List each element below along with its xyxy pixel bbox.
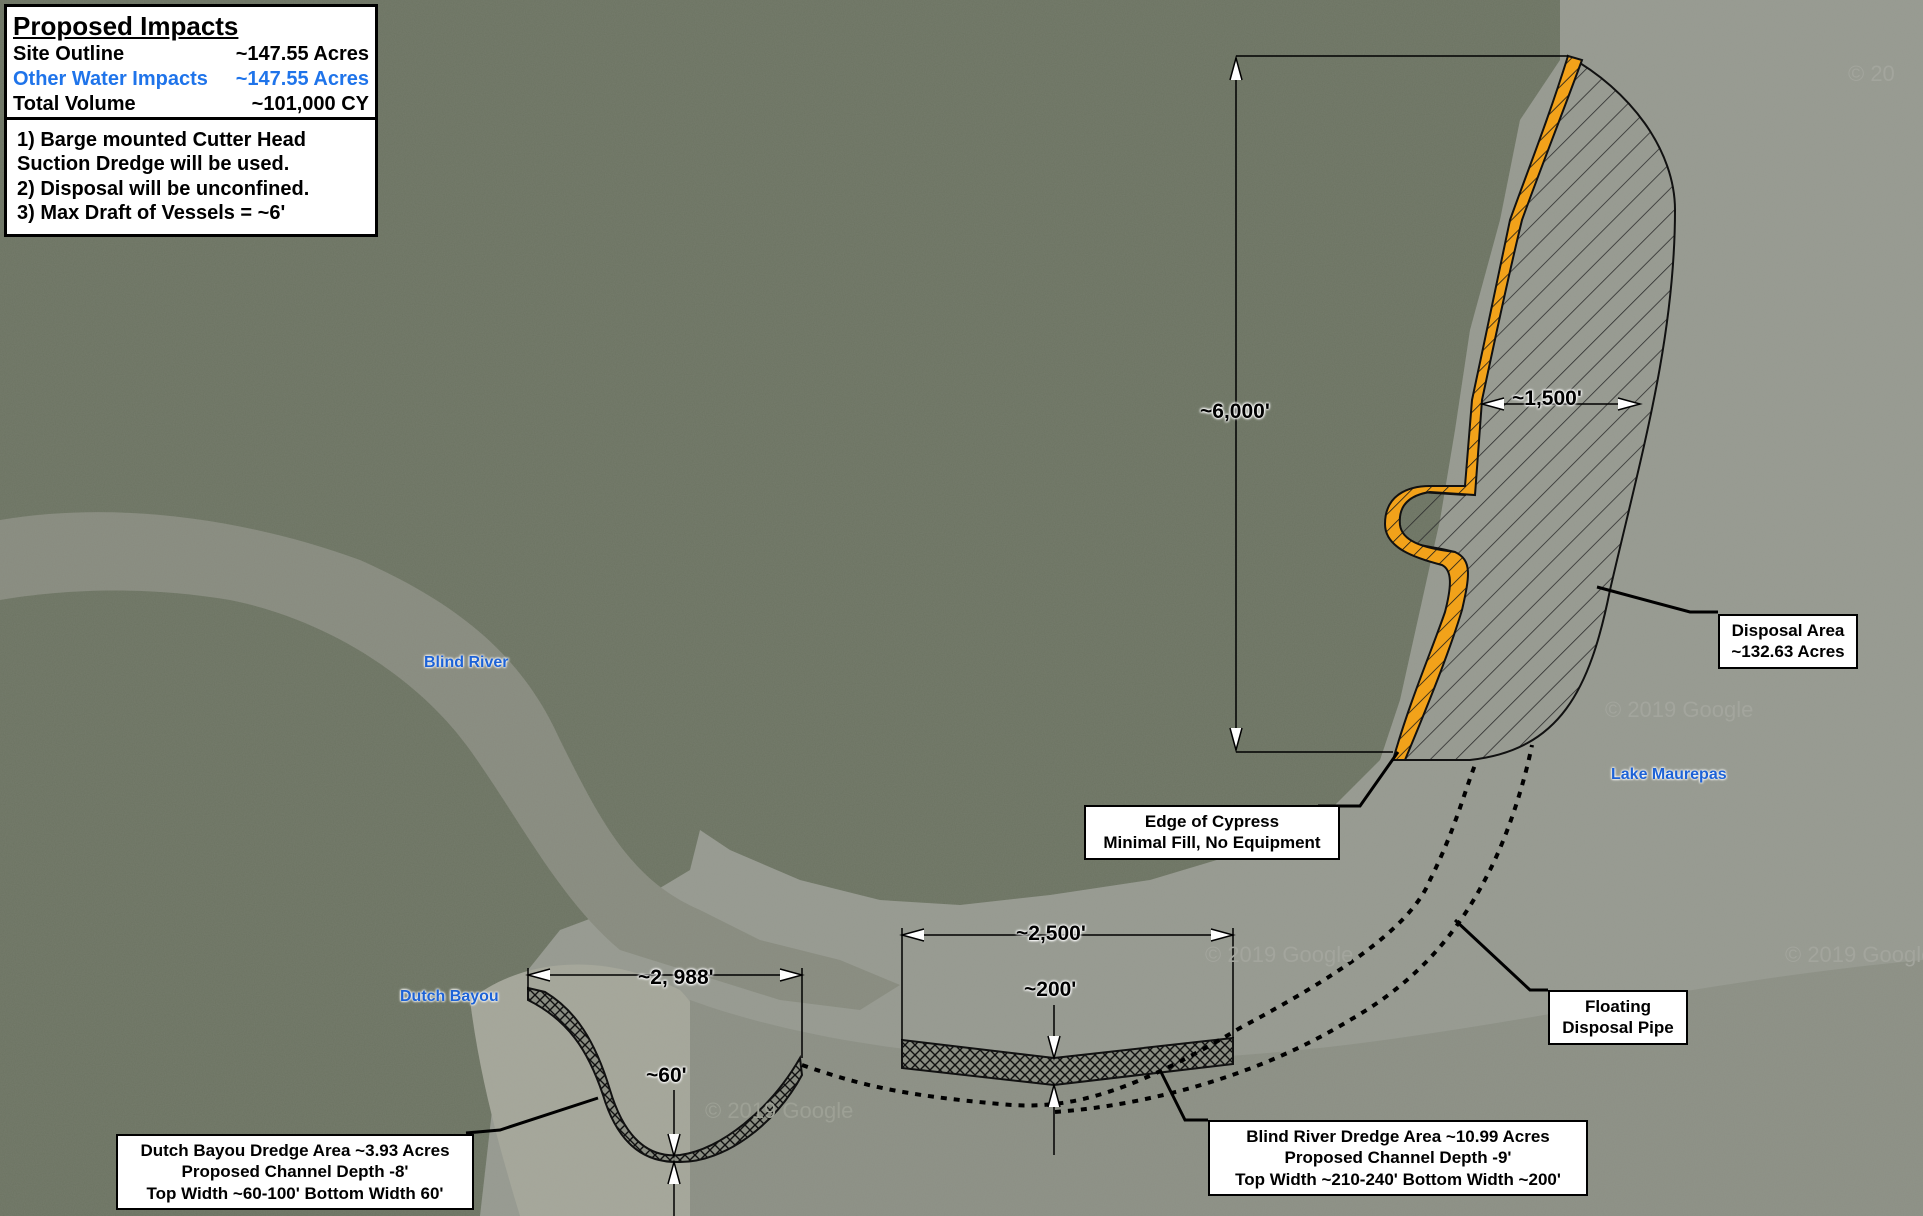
callout-line: Disposal Area <box>1731 621 1845 640</box>
watermark: © 2019 Google <box>1605 697 1753 722</box>
callout-line: Blind River Dredge Area ~10.99 Acres <box>1246 1127 1550 1146</box>
callout-line: Top Width ~60-100' Bottom Width 60' <box>146 1183 444 1203</box>
callout-line: Edge of Cypress <box>1144 812 1280 831</box>
legend-row-total-volume: Total Volume ~101,000 CY <box>7 92 375 117</box>
watermark: © 2019 Google <box>705 1098 853 1123</box>
place-label-blind-river: Blind River <box>424 654 509 671</box>
dimension-dutch-bayou-width: ~60' <box>646 1064 687 1087</box>
dimension-lines <box>525 55 1643 1216</box>
place-label-lake-maurepas: Lake Maurepas <box>1611 766 1727 783</box>
legend-title: Proposed Impacts <box>13 11 239 41</box>
callout-line: Disposal Pipe <box>1562 1018 1674 1038</box>
callout-disposal-area: Disposal Area ~132.63 Acres <box>1718 614 1858 669</box>
cypress-edge <box>1383 54 1584 761</box>
note-line: 3) Max Draft of Vessels = ~6' <box>17 202 286 225</box>
callout-line: ~132.63 Acres <box>1731 642 1845 662</box>
watermark: © 2019 Google <box>1205 942 1353 967</box>
callout-line: Dutch Bayou Dredge Area ~3.93 Acres <box>140 1141 450 1160</box>
legend-label: Other Water Impacts <box>13 68 208 90</box>
leader-lines <box>465 585 1718 1135</box>
callout-floating-pipe: Floating Disposal Pipe <box>1548 990 1688 1045</box>
callout-line: Minimal Fill, No Equipment <box>1103 833 1321 853</box>
dimension-dutch-bayou-length: ~2, 988' <box>638 966 714 989</box>
note-line: 2) Disposal will be unconfined. <box>17 177 310 200</box>
disposal-pipe-2 <box>1054 744 1534 1114</box>
legend-table: Site Outline ~147.55 Acres Other Water I… <box>7 42 375 117</box>
dimension-width: ~1,500' <box>1512 387 1582 410</box>
place-label-dutch-bayou: Dutch Bayou <box>400 988 499 1005</box>
dimension-blind-river-width: ~200' <box>1024 978 1077 1001</box>
dutch-bayou-dredge <box>527 986 804 1164</box>
note-line: Suction Dredge will be used. <box>17 153 290 176</box>
legend-label: Site Outline <box>13 43 125 65</box>
legend-row-other-water: Other Water Impacts ~147.55 Acres <box>7 67 375 92</box>
callout-line: Top Width ~210-240' Bottom Width ~200' <box>1235 1169 1561 1189</box>
legend-notes: 1) Barge mounted Cutter Head Suction Dre… <box>7 117 375 234</box>
callout-line: Proposed Channel Depth -8' <box>181 1162 409 1182</box>
legend-value: ~101,000 CY <box>251 93 369 115</box>
legend-value: ~147.55 Acres <box>235 68 369 90</box>
callout-line: Proposed Channel Depth -9' <box>1284 1148 1512 1168</box>
callout-blind-river-dredge: Blind River Dredge Area ~10.99 Acres Pro… <box>1208 1120 1588 1196</box>
watermark: © 20 <box>1848 61 1895 86</box>
dimension-blind-river-length: ~2,500' <box>1016 922 1086 945</box>
legend-label: Total Volume <box>13 93 136 115</box>
callout-dutch-bayou-dredge: Dutch Bayou Dredge Area ~3.93 Acres Prop… <box>116 1134 474 1210</box>
callout-edge-of-cypress: Edge of Cypress Minimal Fill, No Equipme… <box>1084 805 1340 860</box>
callout-line: Floating <box>1584 997 1652 1016</box>
dimension-height: ~6,000' <box>1200 400 1270 423</box>
legend-value: ~147.55 Acres <box>235 43 369 65</box>
legend-row-site-outline: Site Outline ~147.55 Acres <box>7 42 375 67</box>
legend-panel: Proposed Impacts Site Outline ~147.55 Ac… <box>4 4 378 237</box>
note-line: 1) Barge mounted Cutter Head <box>17 129 306 151</box>
watermark: © 2019 Google <box>1785 942 1923 967</box>
